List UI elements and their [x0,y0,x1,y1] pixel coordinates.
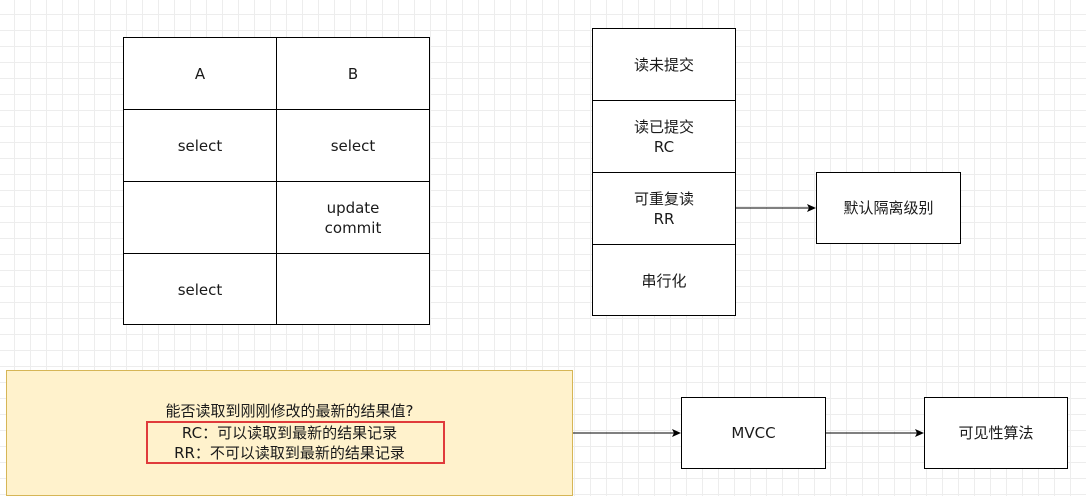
arrow-mvcc-to-visibility [826,429,924,437]
table-row-divider [124,253,429,254]
highlight-frame [146,421,445,464]
level-serializable: 串行化 [641,271,687,290]
note-rr-line: RR：不可以读取到最新的结果记录 [174,444,405,462]
table-cell-b-1: select [330,136,376,155]
default-isolation-box: 默认隔离级别 [816,172,961,244]
table-header-a: A [194,64,206,83]
note-question: 能否读取到刚刚修改的最新的结果值? [165,402,414,420]
note-rc-line: RC：可以读取到最新的结果记录 [181,424,398,442]
arrow-rr-to-default [736,204,816,212]
table-cell-a-3: select [177,280,223,299]
stack-divider [593,172,735,173]
visibility-algorithm-box: 可见性算法 [924,397,1068,469]
table-cell-b-2: update commit [324,198,382,237]
isolation-levels-stack: 读未提交 读已提交 RC 可重复读 RR 串行化 [592,28,736,316]
table-row-divider [124,109,429,110]
arrow-note-to-mvcc [573,429,681,437]
transaction-table: A B select select update commit select [123,37,430,325]
stack-divider [593,100,735,101]
stack-divider [593,244,735,245]
mvcc-box: MVCC [681,397,826,469]
table-cell-a-1: select [177,136,223,155]
note-box: 能否读取到刚刚修改的最新的结果值? RC：可以读取到最新的结果记录 RR：不可以… [6,370,573,496]
table-row-divider [124,181,429,182]
level-repeatable-read: 可重复读 RR [633,189,694,228]
level-read-committed: 读已提交 RC [633,117,694,156]
level-read-uncommitted: 读未提交 [633,55,694,74]
table-header-b: B [347,64,359,83]
